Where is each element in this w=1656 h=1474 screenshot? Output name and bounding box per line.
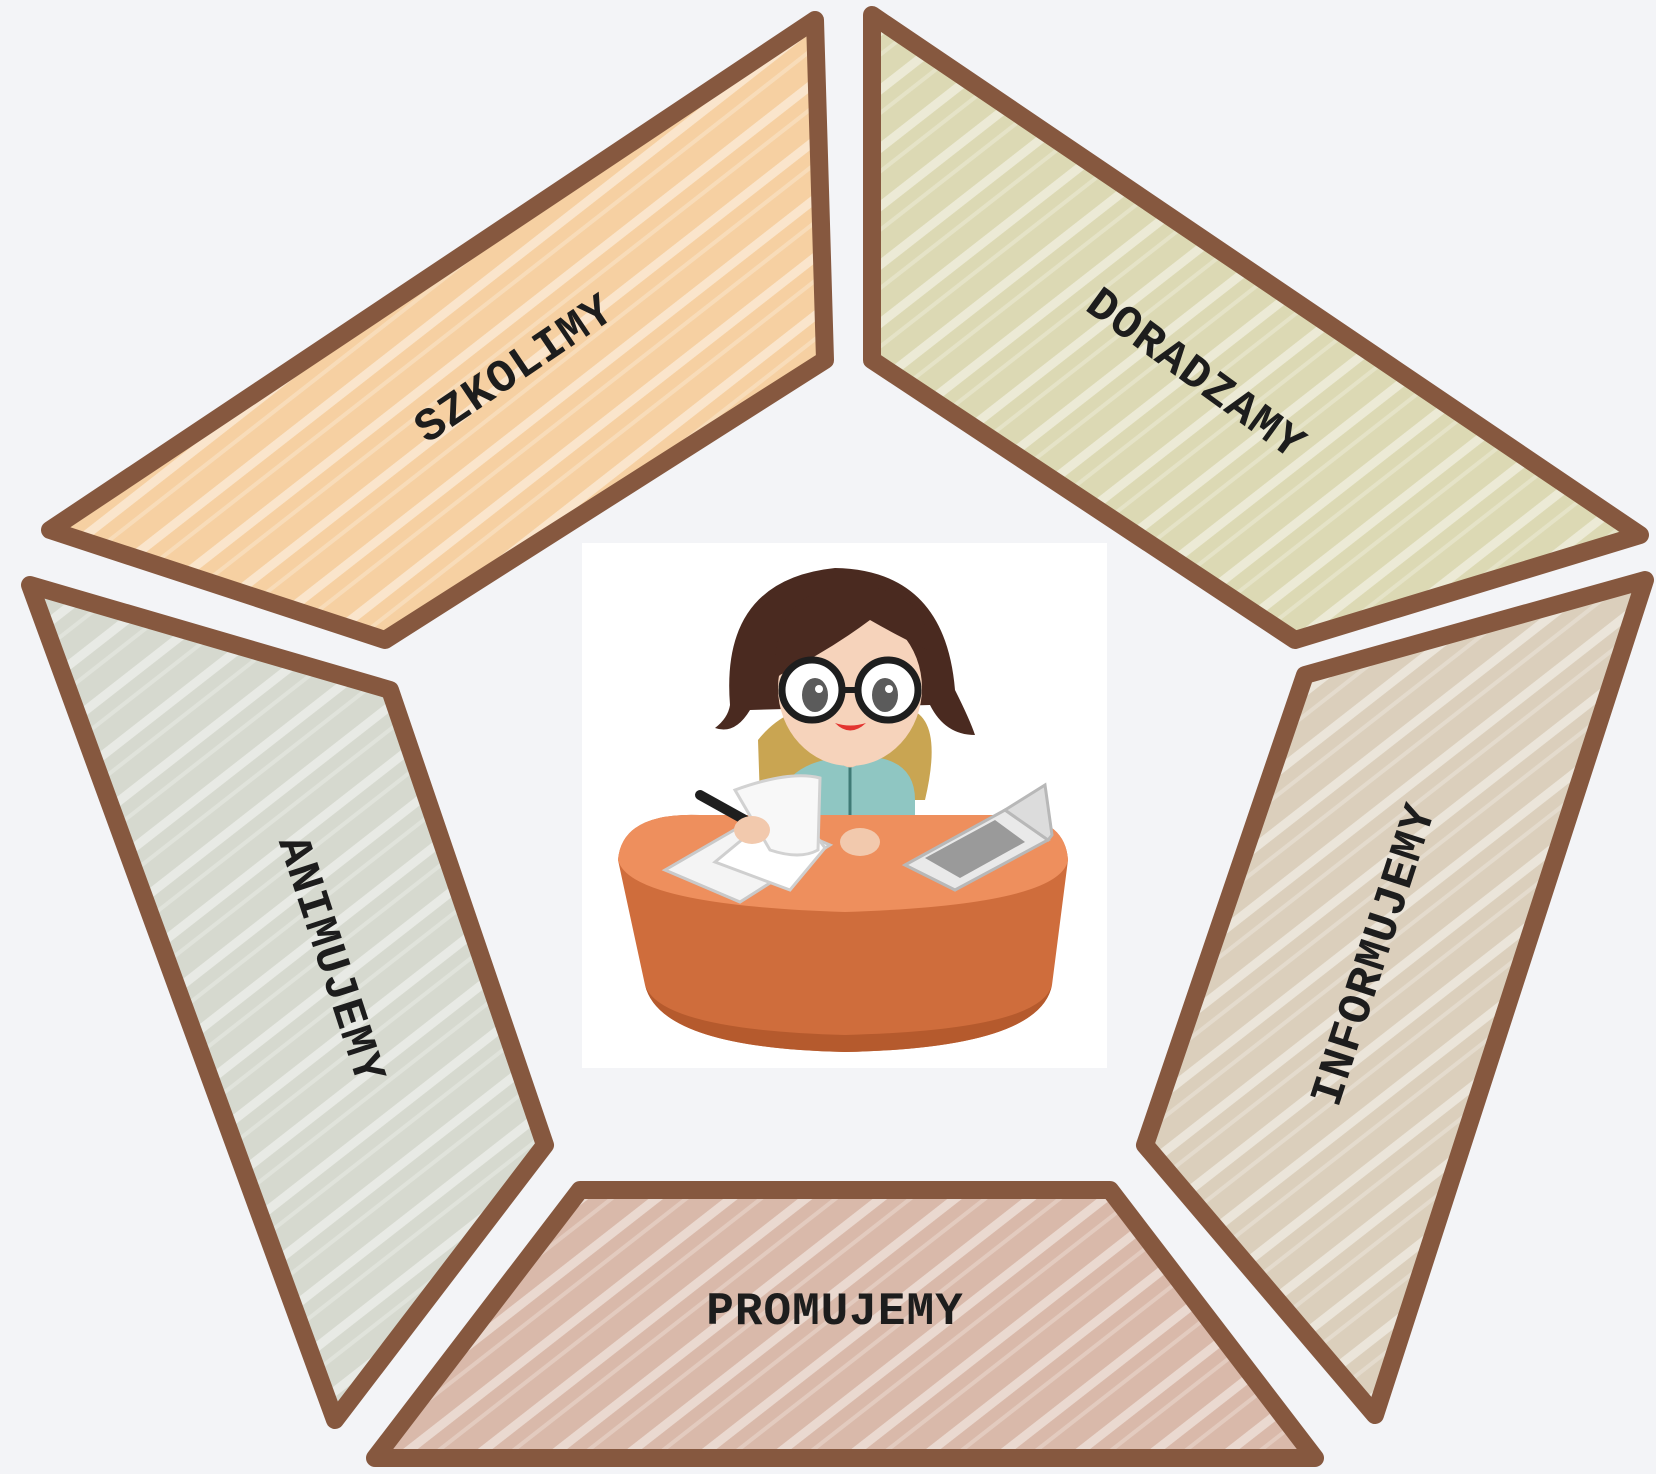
segment-informujemy: INFORMUJEMY — [1136, 571, 1654, 1424]
segment-doradzamy: DORADZAMY — [863, 6, 1649, 649]
segment-promujemy: PROMUJEMY — [366, 1181, 1324, 1467]
segment-label-promujemy: PROMUJEMY — [706, 1286, 963, 1338]
woman-at-desk-illustration — [582, 543, 1107, 1068]
pen-icon — [695, 790, 770, 844]
segment-animujemy: ANIMUJEMY — [21, 576, 554, 1429]
laptop-icon — [901, 782, 1054, 892]
glasses-icon — [778, 656, 922, 724]
papers-icon — [661, 774, 834, 904]
segment-szkolimy: SZKOLIMY — [41, 11, 834, 649]
